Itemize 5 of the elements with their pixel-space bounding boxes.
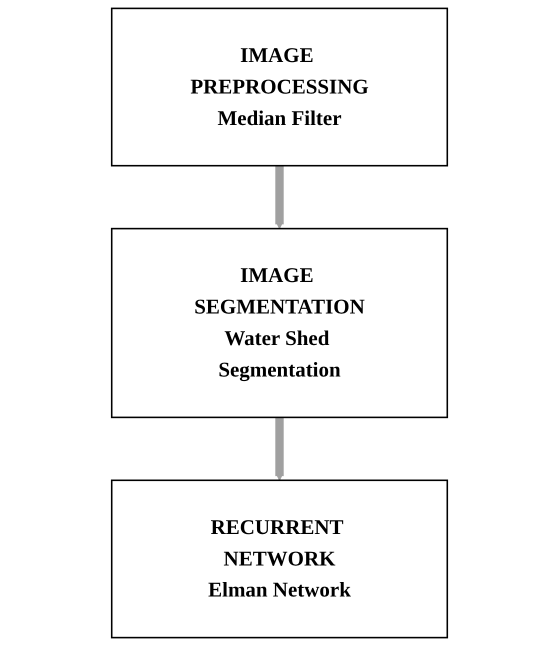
arrow [274, 166, 284, 230]
arrow [274, 417, 284, 481]
node-box: RECURRENT NETWORK Elman Network [110, 480, 448, 638]
node-box: IMAGE SEGMENTATION Water Shed Segmentation [110, 228, 448, 418]
node-box: IMAGE PREPROCESSING Median Filter [110, 8, 448, 166]
